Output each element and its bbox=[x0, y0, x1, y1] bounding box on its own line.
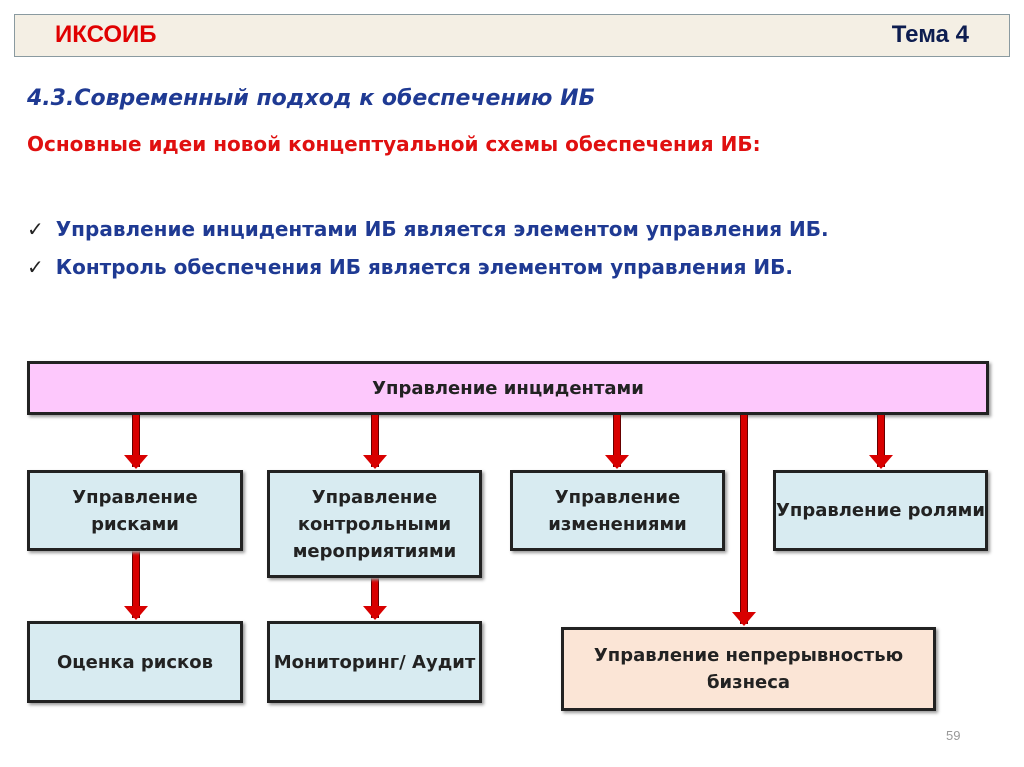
section-title: 4.3.Современный подход к обеспечению ИБ bbox=[27, 86, 596, 111]
bullet-text: Контроль обеспечения ИБ является элемент… bbox=[55, 255, 793, 279]
change-management-box: Управление изменениями bbox=[510, 470, 725, 551]
control-management-box: Управление контрольными мероприятиями bbox=[267, 470, 482, 578]
arrow-icon bbox=[363, 578, 387, 620]
arrow-icon bbox=[124, 551, 148, 620]
topic-label: Тема 4 bbox=[891, 21, 969, 48]
risk-management-box: Управление рисками bbox=[27, 470, 243, 551]
arrow-icon bbox=[869, 415, 893, 469]
brand-label: ИКСОИБ bbox=[55, 21, 157, 48]
check-icon: ✓ bbox=[27, 217, 44, 241]
arrow-icon bbox=[124, 415, 148, 469]
arrow-icon bbox=[363, 415, 387, 469]
bullet-item: ✓ Управление инцидентами ИБ является элем… bbox=[27, 217, 829, 241]
business-continuity-box: Управление непрерывностью бизнеса bbox=[561, 627, 936, 711]
bullet-item: ✓ Контроль обеспечения ИБ является элемен… bbox=[27, 255, 793, 279]
bullet-text: Управление инцидентами ИБ является элеме… bbox=[55, 217, 829, 241]
risk-assessment-box: Оценка рисков bbox=[27, 621, 243, 703]
incident-management-box: Управление инцидентами bbox=[27, 361, 989, 415]
subtitle: Основные идеи новой концептуальной схемы… bbox=[27, 132, 761, 156]
arrow-icon bbox=[732, 415, 756, 626]
monitoring-audit-box: Мониторинг/ Аудит bbox=[267, 621, 482, 703]
check-icon: ✓ bbox=[27, 255, 44, 279]
arrow-icon bbox=[605, 415, 629, 469]
slide-header: ИКСОИБ Тема 4 bbox=[14, 14, 1010, 57]
page-number: 59 bbox=[946, 728, 961, 743]
role-management-box: Управление ролями bbox=[773, 470, 988, 551]
